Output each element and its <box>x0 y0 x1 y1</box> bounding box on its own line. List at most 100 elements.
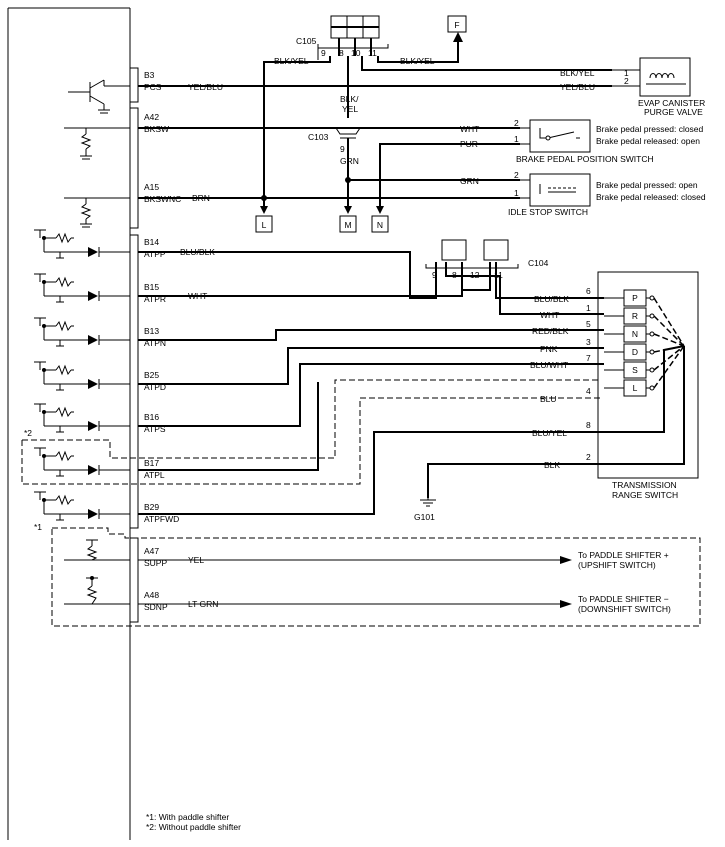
trs-position-l: L <box>633 383 638 393</box>
ecm-pin-b3: B3 <box>144 70 155 80</box>
mark-1: *1 <box>34 522 42 532</box>
wire-blu-wht: BLU/WHT <box>530 360 568 370</box>
brake-note-1: Brake pedal pressed: closed <box>596 124 704 134</box>
ecm-pin-b14: B14 <box>144 237 159 247</box>
wire-pnk: PNK <box>540 344 558 354</box>
ecm-internal-circuits <box>34 79 130 605</box>
ecm-pin-a47: A47 <box>144 546 159 556</box>
trs-pin-8: 8 <box>586 420 591 430</box>
idle-pin-2: 2 <box>514 170 519 180</box>
ecm-pin-b29: B29 <box>144 502 159 512</box>
wire-yel: YEL <box>188 555 204 565</box>
ecm-pin-name-atpl: ATPL <box>144 470 165 480</box>
c105-pin-8: 8 <box>339 48 344 58</box>
trs-title-2: RANGE SWITCH <box>612 490 678 500</box>
ecm-pin-name-pcs: PCS <box>144 82 162 92</box>
ref-f: F <box>454 20 459 30</box>
wire-blu-yel: BLU/YEL <box>532 428 567 438</box>
trs-pin-4: 4 <box>586 386 591 396</box>
wire-wht-b: WHT <box>188 291 207 301</box>
option-boundaries <box>21 379 701 627</box>
trs-pin-7: 7 <box>586 353 591 363</box>
ecm-pin-a15: A15 <box>144 182 159 192</box>
wire-red-blk: RED/BLK <box>532 326 569 336</box>
ecm-pin-b25: B25 <box>144 370 159 380</box>
ecm-pin-name-atps: ATPS <box>144 424 166 434</box>
c104-pin-12: 12 <box>470 270 480 280</box>
brake-switch-title: BRAKE PEDAL POSITION SWITCH <box>516 154 654 164</box>
ecm-pin-name-atpp: ATPP <box>144 249 166 259</box>
ecm-pin-a48: A48 <box>144 590 159 600</box>
trs-pin-3: 3 <box>586 337 591 347</box>
ecm-pin-labels: B3PCSA42BKSWA15BKSWNCB14ATPPB15ATPRB13AT… <box>144 70 181 612</box>
trs-title-1: TRANSMISSION <box>612 480 677 490</box>
ecm-pin-name-sdnp: SDNP <box>144 602 168 612</box>
ecm-pin-name-atpn: ATPN <box>144 338 166 348</box>
evap-pin-2: 2 <box>624 76 629 86</box>
ref-box-n <box>371 215 389 233</box>
ecm-pin-name-atpfwd: ATPFWD <box>144 514 179 524</box>
ecm-pin-name-atpd: ATPD <box>144 382 166 392</box>
ref-box-l <box>255 215 273 233</box>
wire-blu-blk-b: BLU/BLK <box>534 294 569 304</box>
mark-2: *2 <box>24 428 32 438</box>
brake-note-2: Brake pedal released: open <box>596 136 700 146</box>
paddle-down-1: To PADDLE SHIFTER − <box>578 594 669 604</box>
c104-pin-11: 11 <box>494 270 503 280</box>
ground-label: G101 <box>414 512 435 522</box>
c105-label: C105 <box>296 36 317 46</box>
c105-pin-10: 10 <box>351 48 361 58</box>
wire-blk-yel-a: BLK/YEL <box>274 56 309 66</box>
ecm-pin-name-supp: SUPP <box>144 558 167 568</box>
trs-position-p: P <box>632 293 638 303</box>
c103-pin-9: 9 <box>340 144 345 154</box>
wire-brn: BRN <box>192 193 210 203</box>
wire-blk-yel-c: BLK/YEL <box>560 68 595 78</box>
brake-pin-2: 2 <box>514 118 519 128</box>
idle-note-1: Brake pedal pressed: open <box>596 180 698 190</box>
trs-pin-1: 1 <box>586 303 591 313</box>
c103-label: C103 <box>308 132 329 142</box>
paddle-down-2: (DOWNSHIFT SWITCH) <box>578 604 671 614</box>
idle-pin-1: 1 <box>514 188 519 198</box>
ecm-pin-a42: A42 <box>144 112 159 122</box>
wire-yel-blu-a: YEL/BLU <box>188 82 223 92</box>
wire-wht-a: WHT <box>460 124 479 134</box>
wire-grn-b: GRN <box>460 176 479 186</box>
wire-blu-blk-a: BLU/BLK <box>180 247 215 257</box>
idle-switch-title: IDLE STOP SWITCH <box>508 207 588 217</box>
ecm-pin-b16: B16 <box>144 412 159 422</box>
c105-pin-9: 9 <box>321 48 326 58</box>
footnote-1: *1: With paddle shifter <box>146 812 229 822</box>
wire-yel-blu-b: YEL/BLU <box>560 82 595 92</box>
c104-pin-9: 9 <box>432 270 437 280</box>
ref-n: N <box>377 220 383 230</box>
trs-position-r: R <box>632 311 638 321</box>
ecm-pin-b15: B15 <box>144 282 159 292</box>
c104-label: C104 <box>528 258 549 268</box>
evap-pin-1: 1 <box>624 68 629 78</box>
trs-pin-5: 5 <box>586 319 591 329</box>
labels: C105 9 8 10 11 BLK/YEL BLK/YEL BLK/YEL B… <box>24 36 706 832</box>
trs-position-s: S <box>632 365 638 375</box>
wire-blk-yel-split-2: YEL <box>342 104 358 114</box>
wire-wht-c: WHT <box>540 310 559 320</box>
ecm-pin-b17: B17 <box>144 458 159 468</box>
wire-lt-grn: LT GRN <box>188 599 218 609</box>
ref-box-f <box>447 15 467 33</box>
brake-pin-1: 1 <box>514 134 519 144</box>
wire-grn-a: GRN <box>340 156 359 166</box>
evap-title-2: PURGE VALVE <box>644 107 703 117</box>
ref-m: M <box>344 220 351 230</box>
ref-box-m <box>339 215 357 233</box>
ecm-pin-name-bkswnc: BKSWNC <box>144 194 181 204</box>
c104-pin-8: 8 <box>452 270 457 280</box>
trs-position-n: N <box>632 329 638 339</box>
ecm-pin-b13: B13 <box>144 326 159 336</box>
c105-pin-11: 11 <box>368 48 377 58</box>
footnote-2: *2: Without paddle shifter <box>146 822 241 832</box>
ecm-pin-name-bksw: BKSW <box>144 124 169 134</box>
